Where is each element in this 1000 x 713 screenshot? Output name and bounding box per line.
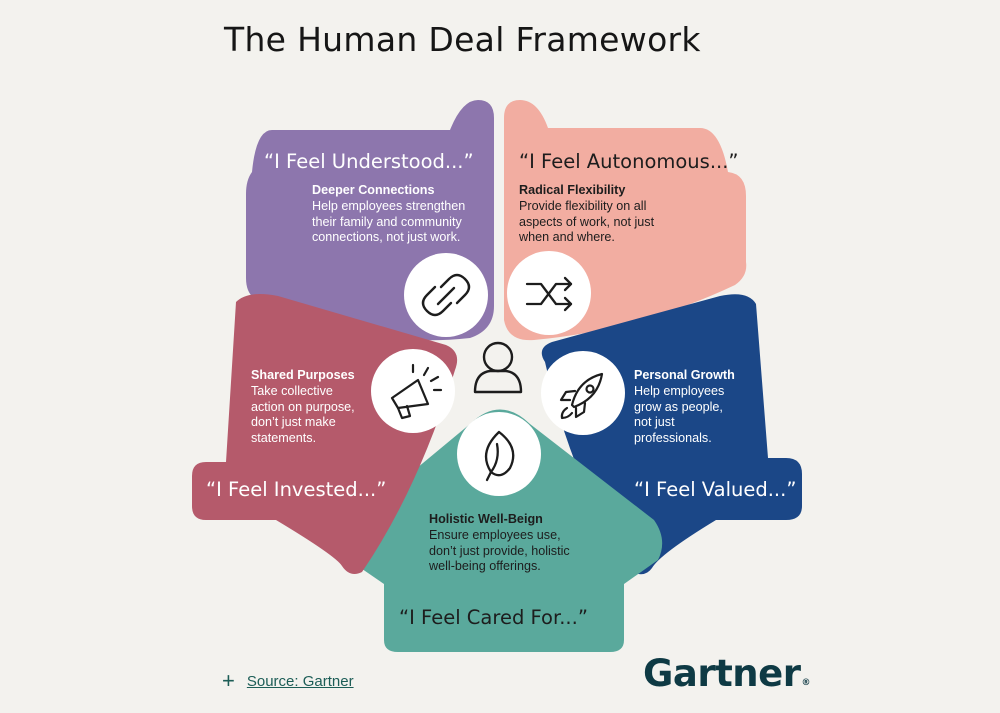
desc-line: well-being offerings. (429, 559, 541, 574)
icon-circle-valued (541, 351, 625, 435)
rocket-icon (559, 372, 604, 420)
desc-line: professionals. (634, 431, 712, 446)
megaphone-icon (390, 363, 443, 420)
desc-cared: Holistic Well-Beign Ensure employees use… (429, 512, 570, 575)
desc-line: aspects of work, not just (519, 214, 655, 229)
desc-line: their family and community (312, 214, 462, 229)
desc-line: when and where. (519, 230, 615, 245)
gartner-logo: Gartner® (643, 652, 810, 695)
desc-invested: Shared Purposes Take collective action o… (251, 368, 355, 447)
heading-deeper-connections: Deeper Connections (312, 183, 435, 197)
source-label[interactable]: Source: Gartner (246, 672, 354, 690)
plus-icon: + (222, 668, 235, 693)
desc-line: Provide flexibility on all (519, 198, 647, 213)
page-title: The Human Deal Framework (224, 20, 701, 59)
desc-line: statements. (251, 431, 317, 446)
desc-line: Take collective (251, 383, 333, 398)
desc-line: Help employees strengthen (312, 198, 466, 213)
petal-cared (345, 409, 663, 652)
source-link[interactable]: + Source: Gartner (222, 668, 354, 693)
logo-text: Gartner (643, 652, 801, 695)
desc-line: grow as people, (634, 399, 723, 414)
desc-line: not just (634, 415, 675, 430)
desc-line: don’t just provide, holistic (429, 543, 570, 558)
desc-line: action on purpose, (251, 399, 355, 414)
desc-line: don’t just make (251, 415, 336, 430)
quote-invested: “I Feel Invested...” (206, 478, 387, 501)
icon-circle-cared (457, 412, 541, 496)
shuffle-icon (525, 276, 573, 312)
icon-circle-invested (371, 349, 455, 433)
desc-valued: Personal Growth Help employees grow as p… (634, 368, 735, 447)
quote-valued: “I Feel Valued...” (634, 478, 797, 501)
leaf-icon (484, 430, 515, 482)
registered-mark: ® (801, 678, 810, 688)
desc-line: connections, not just work. (312, 230, 461, 245)
link-icon (421, 273, 471, 317)
quote-cared: “I Feel Cared For...” (399, 606, 588, 629)
heading-holistic-well-being: Holistic Well-Beign (429, 512, 543, 526)
heading-shared-purposes: Shared Purposes (251, 368, 355, 382)
heading-radical-flexibility: Radical Flexibility (519, 183, 626, 197)
desc-understood: Deeper Connections Help employees streng… (312, 183, 465, 246)
heading-personal-growth: Personal Growth (634, 368, 735, 382)
quote-autonomous: “I Feel Autonomous...” (519, 150, 739, 173)
person-icon (473, 341, 523, 394)
desc-line: Ensure employees use, (429, 527, 561, 542)
desc-autonomous: Radical Flexibility Provide flexibility … (519, 183, 654, 246)
quote-understood: “I Feel Understood...” (264, 150, 474, 173)
desc-line: Help employees (634, 383, 725, 398)
